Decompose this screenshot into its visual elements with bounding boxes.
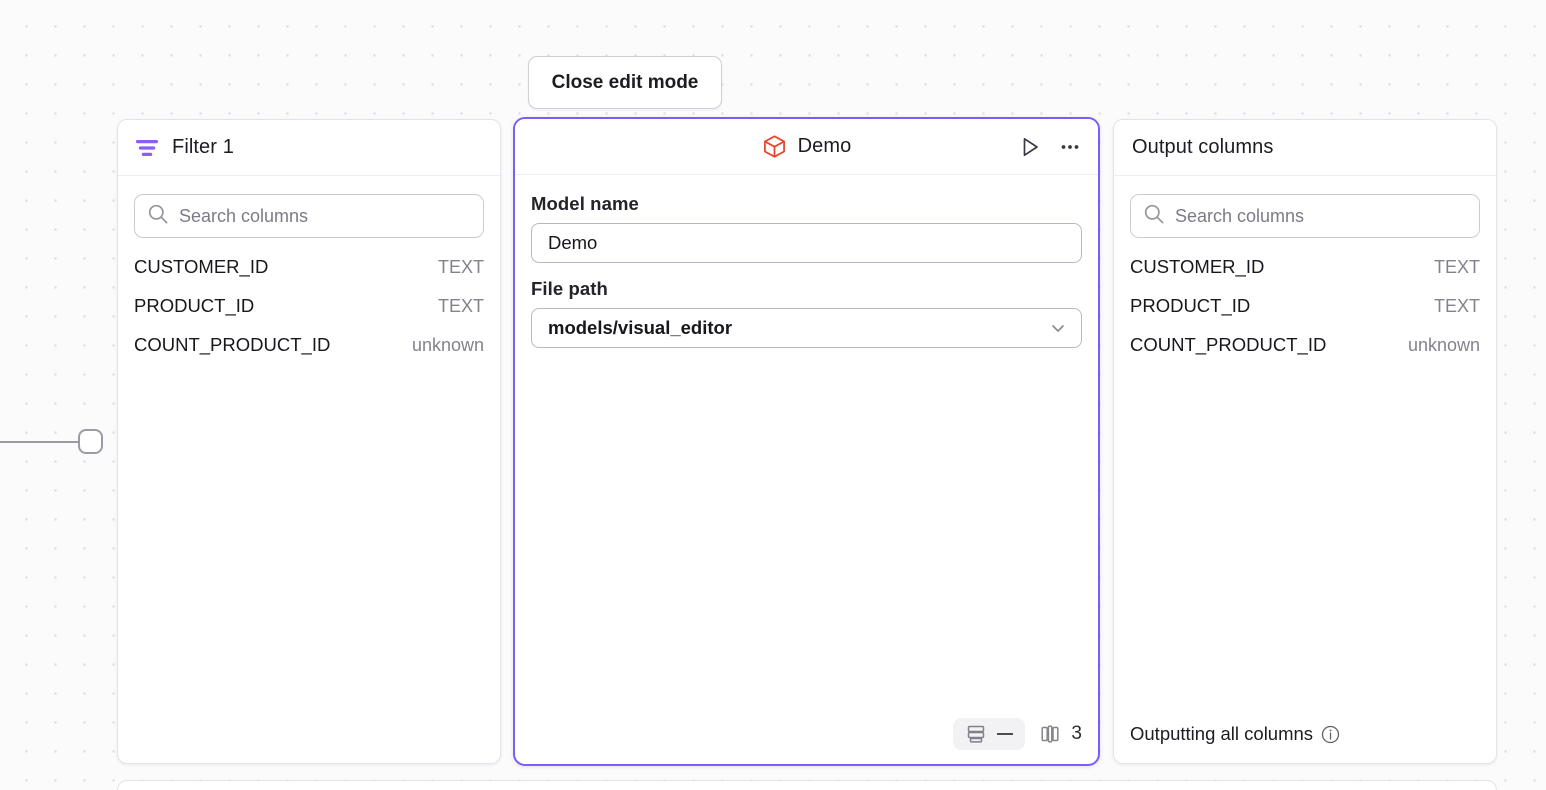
- filter-search-box[interactable]: [134, 194, 484, 238]
- column-name: COUNT_PRODUCT_ID: [134, 334, 330, 356]
- cube-icon: [762, 134, 787, 159]
- info-icon[interactable]: [1321, 725, 1340, 744]
- rows-icon: [965, 723, 987, 745]
- connector-edge: [0, 441, 81, 443]
- column-name: CUSTOMER_ID: [134, 256, 268, 278]
- filter-panel-header: Filter 1: [118, 120, 500, 176]
- table-row[interactable]: PRODUCT_ID TEXT: [134, 295, 484, 334]
- more-options-button[interactable]: [1058, 135, 1082, 159]
- column-type: TEXT: [438, 257, 484, 278]
- search-icon: [147, 203, 179, 230]
- column-count-value: 3: [1071, 723, 1082, 745]
- table-row[interactable]: CUSTOMER_ID TEXT: [134, 256, 484, 295]
- run-button[interactable]: [1018, 135, 1042, 159]
- filter-search-input[interactable]: [179, 206, 471, 227]
- demo-panel-footer: 3: [515, 704, 1098, 764]
- file-path-label: File path: [531, 278, 1082, 300]
- model-name-field[interactable]: [531, 223, 1082, 263]
- row-count-group[interactable]: [953, 718, 1025, 750]
- column-name: PRODUCT_ID: [1130, 295, 1250, 317]
- output-panel-footer: Outputting all columns: [1114, 705, 1496, 763]
- output-status-text: Outputting all columns: [1130, 723, 1313, 745]
- ellipsis-icon: [1058, 135, 1082, 159]
- table-row[interactable]: COUNT_PRODUCT_ID unknown: [1130, 334, 1480, 373]
- demo-model-node-panel[interactable]: Demo: [513, 117, 1100, 766]
- demo-title-group: Demo: [762, 134, 852, 159]
- demo-panel-header: Demo: [515, 119, 1098, 175]
- row-count-value: [997, 733, 1013, 735]
- column-name: CUSTOMER_ID: [1130, 256, 1264, 278]
- output-panel-title: Output columns: [1132, 136, 1273, 159]
- demo-panel-title: Demo: [798, 135, 852, 158]
- table-row[interactable]: PRODUCT_ID TEXT: [1130, 295, 1480, 334]
- filter-node-panel[interactable]: Filter 1 CUSTOMER_ID TEXT PRODUCT_ID TEX…: [117, 119, 501, 764]
- column-type: unknown: [1408, 335, 1480, 356]
- next-node-panel-partial[interactable]: [117, 780, 1497, 790]
- column-name: COUNT_PRODUCT_ID: [1130, 334, 1326, 356]
- filter-panel-title: Filter 1: [172, 136, 234, 159]
- column-count-group[interactable]: 3: [1039, 723, 1082, 745]
- column-type: TEXT: [438, 296, 484, 317]
- model-name-label: Model name: [531, 193, 1082, 215]
- column-name: PRODUCT_ID: [134, 295, 254, 317]
- search-icon: [1143, 203, 1175, 230]
- output-columns-panel[interactable]: Output columns CUSTOMER_ID TEXT PRODUCT_…: [1113, 119, 1497, 764]
- output-search-box[interactable]: [1130, 194, 1480, 238]
- column-type: unknown: [412, 335, 484, 356]
- demo-header-actions: [1018, 119, 1082, 175]
- filter-icon: [136, 139, 172, 157]
- output-column-list: CUSTOMER_ID TEXT PRODUCT_ID TEXT COUNT_P…: [1114, 248, 1496, 373]
- table-row[interactable]: CUSTOMER_ID TEXT: [1130, 256, 1480, 295]
- file-path-select[interactable]: models/visual_editor: [531, 308, 1082, 348]
- model-name-input[interactable]: [548, 232, 1065, 254]
- demo-panel-body: Model name File path models/visual_edito…: [515, 175, 1098, 704]
- column-type: TEXT: [1434, 257, 1480, 278]
- play-icon: [1018, 135, 1042, 159]
- close-edit-mode-button[interactable]: Close edit mode: [528, 56, 722, 109]
- output-search-input[interactable]: [1175, 206, 1467, 227]
- columns-icon: [1039, 723, 1061, 745]
- output-panel-header: Output columns: [1114, 120, 1496, 176]
- connector-handle[interactable]: [78, 429, 103, 454]
- column-type: TEXT: [1434, 296, 1480, 317]
- file-path-value: models/visual_editor: [548, 317, 732, 339]
- filter-column-list: CUSTOMER_ID TEXT PRODUCT_ID TEXT COUNT_P…: [118, 248, 500, 373]
- table-row[interactable]: COUNT_PRODUCT_ID unknown: [134, 334, 484, 373]
- chevron-down-icon: [1049, 319, 1067, 337]
